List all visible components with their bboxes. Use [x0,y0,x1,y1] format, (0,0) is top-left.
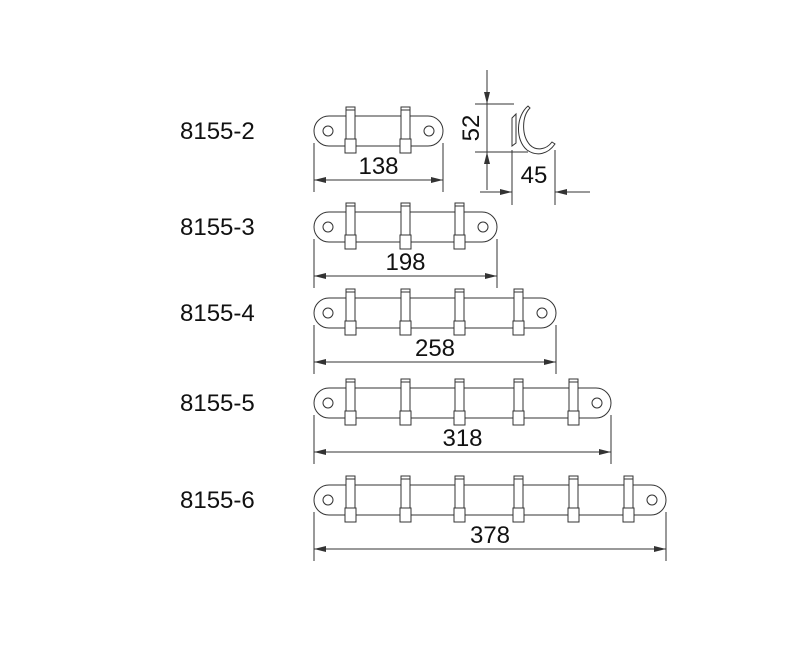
hook-collar [453,234,466,250]
model-label: 8155-4 [180,300,255,327]
hook-icon [399,202,412,250]
hook-icon [344,378,357,426]
hook-stem [568,378,579,416]
screw-hole-icon [646,494,658,506]
hook-collar [344,507,357,523]
hook-icon [512,378,525,426]
hook-stem [513,475,524,513]
hook-collar [567,410,580,426]
hook-collar [399,234,412,250]
hook-icon [399,475,412,523]
height-dimension-label: 52 [458,115,485,142]
rail-plate [313,484,667,516]
hook-icon [344,288,357,336]
length-dimension-label: 378 [470,522,510,549]
hook-icon [453,378,466,426]
hook-stem [513,288,524,326]
hook-collar [453,410,466,426]
hook-collar [512,410,525,426]
hook-collar [399,320,412,336]
length-dimension-label: 198 [385,249,425,276]
hook-icon [344,202,357,250]
screw-hole-icon [322,494,334,506]
hook-rail-row: 8155-4 258 [180,288,557,374]
hook-stem [454,202,465,240]
screw-hole-icon [322,125,334,137]
hook-stem [568,475,579,513]
hook-stem [400,475,411,513]
hook-icon [622,475,635,523]
hook-collar [344,138,357,154]
screw-hole-icon [477,221,489,233]
hook-stem [400,202,411,240]
model-label: 8155-5 [180,390,255,417]
hook-stem [345,475,356,513]
hook-icon [399,106,412,154]
hook-collar [344,234,357,250]
hook-collar [512,320,525,336]
hook-collar [344,410,357,426]
hook-rail-row: 8155-2 138 [180,106,444,192]
hook-collar [453,320,466,336]
hook-collar [399,507,412,523]
screw-hole-icon [423,125,435,137]
length-dimension-label: 258 [415,335,455,362]
screw-hole-icon [536,307,548,319]
length-dimension-label: 318 [442,425,482,452]
length-dimension-label: 138 [358,153,398,180]
model-label: 8155-3 [180,214,255,241]
model-label: 8155-6 [180,487,255,514]
hook-icon [399,288,412,336]
hook-collar [399,410,412,426]
hook-stem [345,288,356,326]
side-view-hook: 52 45 [458,70,590,205]
hook-icon [567,378,580,426]
rail-plate [313,297,557,329]
screw-hole-icon [591,397,603,409]
hook-collar [512,507,525,523]
hook-stem [400,378,411,416]
screw-hole-icon [322,397,334,409]
hook-stem [345,106,356,144]
hook-icon [512,475,525,523]
hook-collar [567,507,580,523]
hook-rail-row: 8155-5 318 [180,378,612,464]
hook-collar [453,507,466,523]
hook-stem [345,202,356,240]
hook-stem [400,288,411,326]
hook-icon [512,288,525,336]
hook-collar [344,320,357,336]
hook-rail-row: 8155-3 198 [180,202,498,288]
hook-stem [454,288,465,326]
hook-collar [622,507,635,523]
hook-stem [345,378,356,416]
hook-collar [399,138,412,154]
hook-icon [567,475,580,523]
hook-rail-row: 8155-6 378 [180,475,667,561]
hook-stem [513,378,524,416]
hook-stem [623,475,634,513]
depth-dimension-label: 45 [521,162,548,189]
hook-icon [453,202,466,250]
hook-icon [344,106,357,154]
hook-icon [453,288,466,336]
screw-hole-icon [322,307,334,319]
hook-stem [454,378,465,416]
hook-profile-icon [511,105,556,155]
model-label: 8155-2 [180,118,255,145]
hook-icon [453,475,466,523]
hook-icon [399,378,412,426]
hook-icon [344,475,357,523]
hook-stem [454,475,465,513]
screw-hole-icon [322,221,334,233]
hook-stem [400,106,411,144]
